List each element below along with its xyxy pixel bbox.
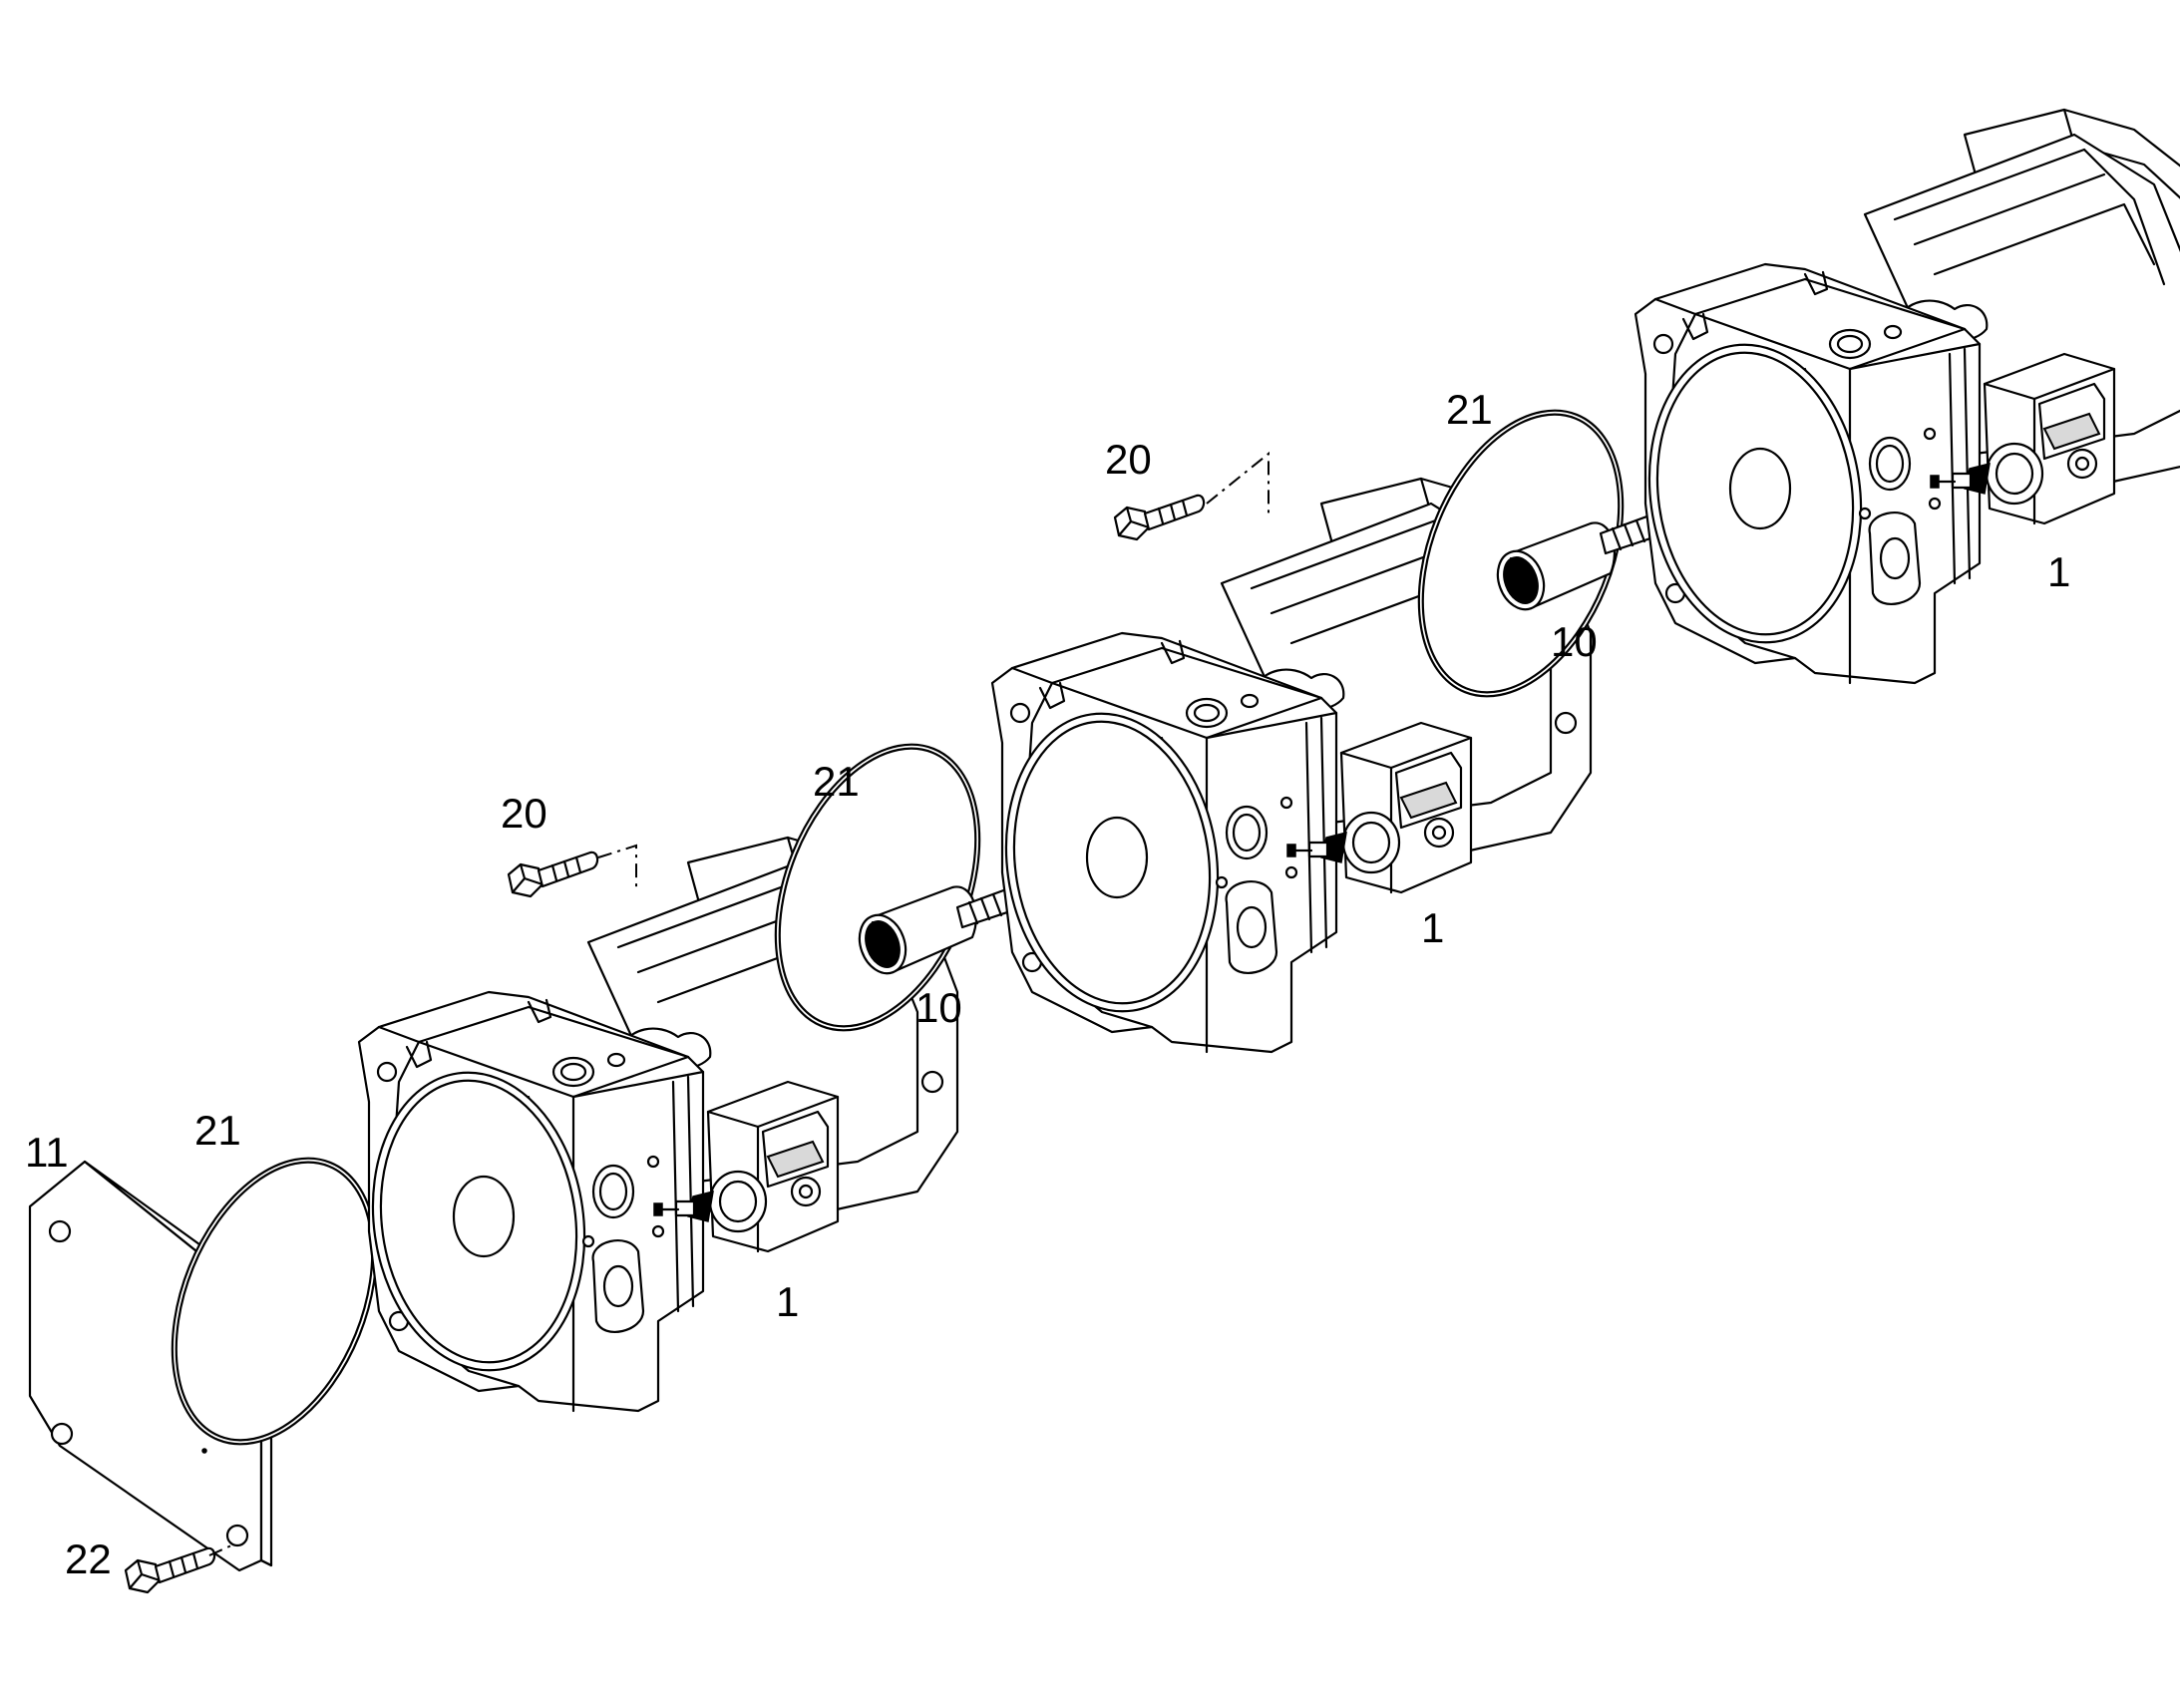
bolt-middle [1113,494,1206,541]
screw-axis-22 [208,1544,232,1556]
callout-1-middle: 1 [1421,904,1444,951]
callout-21-left: 21 [194,1107,241,1154]
pump-unit-right [1630,108,2180,685]
callout-11: 11 [25,1129,69,1176]
callout-10-right: 10 [1551,618,1598,665]
bolt-left [507,851,599,898]
bolt-axis-middle [1206,451,1270,513]
callout-22: 22 [65,1536,112,1582]
callout-21-middle: 21 [813,758,860,805]
callout-10-left: 10 [915,984,962,1031]
cover-screw [124,1546,216,1594]
callout-1-left: 1 [776,1278,799,1325]
callout-21-right: 21 [1446,386,1493,433]
callout-20-left: 20 [501,790,547,837]
callout-20-middle: 20 [1105,436,1152,483]
bolt-axis-left [597,844,637,889]
callout-1-right: 1 [2047,548,2070,595]
